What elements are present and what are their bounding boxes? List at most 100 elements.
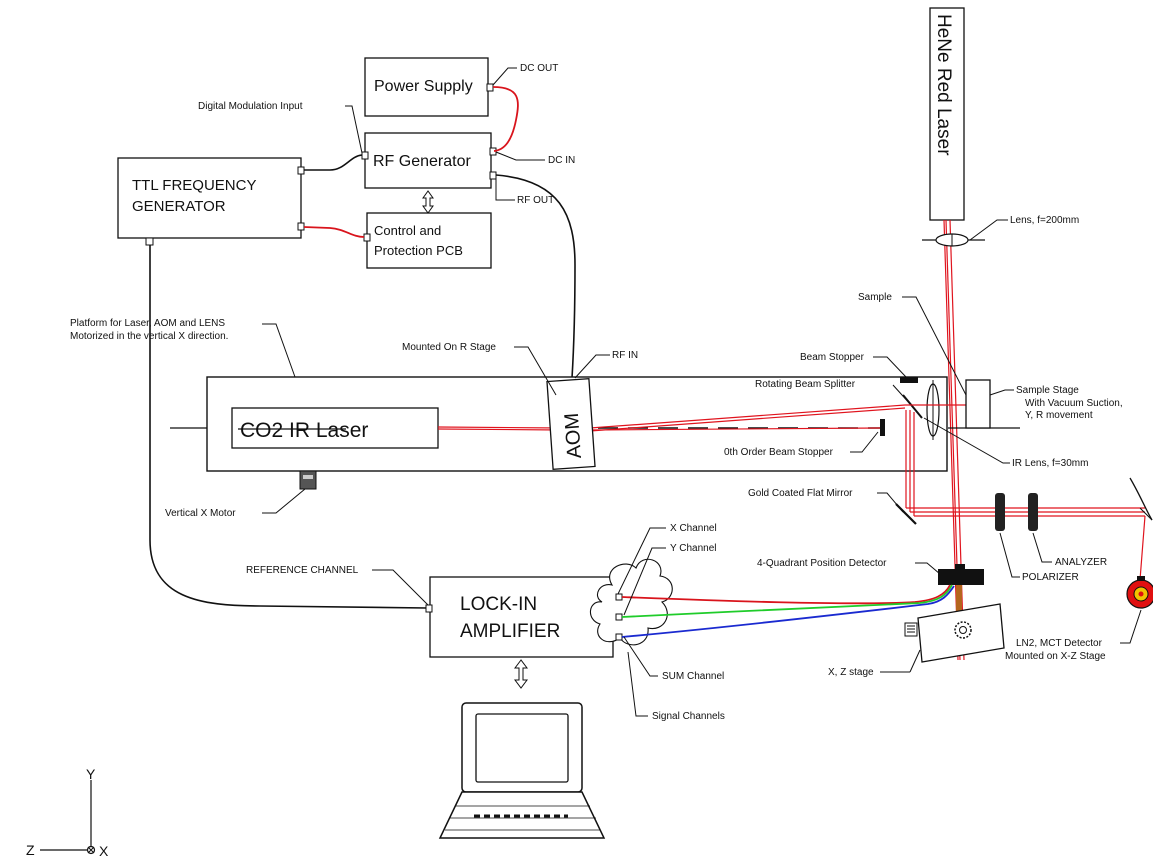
label-sum-channel: SUM Channel [623, 636, 724, 682]
label-sample: Sample [858, 292, 967, 396]
label-rf-in: RF IN [574, 350, 638, 379]
svg-text:Rotating Beam Splitter: Rotating Beam Splitter [755, 379, 856, 390]
control-pcb-label-1: Control and [374, 223, 441, 238]
label-gold-mirror: Gold Coated Flat Mirror [748, 488, 904, 513]
label-zero-order: 0th Order Beam Stopper [724, 431, 879, 458]
wire-ttl-to-rf [304, 154, 363, 171]
label-analyzer: ANALYZER [1032, 532, 1107, 568]
ttl-port-2 [297, 222, 305, 231]
svg-text:Platform for Laser, AOM and LE: Platform for Laser, AOM and LENS [70, 318, 225, 329]
label-rotating-splitter: Rotating Beam Splitter [755, 379, 912, 406]
label-polarizer: POLARIZER [999, 532, 1079, 583]
ir-lens-30 [926, 380, 940, 440]
vertical-x-motor [299, 470, 317, 490]
power-supply-label: Power Supply [374, 78, 473, 95]
svg-text:LN2, MCT Detector: LN2, MCT Detector [1016, 638, 1103, 649]
polarizer [995, 493, 1005, 531]
xz-stage [904, 603, 1005, 663]
svg-text:Beam Stopper: Beam Stopper [800, 352, 865, 363]
label-dc-in: DC IN [495, 151, 575, 166]
label-ir-lens: IR Lens, f=30mm [923, 417, 1088, 469]
wire-ttl-to-pcb [303, 226, 365, 238]
sample [965, 379, 991, 429]
lockin-amplifier: LOCK-IN AMPLIFIER [425, 576, 614, 658]
rf-out-port [489, 171, 497, 180]
control-pcb-box: Control and Protection PCB [363, 212, 492, 269]
wire-blue-sum [621, 585, 955, 638]
wire-dc-out-to-dc-in [492, 86, 519, 152]
wire-rf-out-to-aom [495, 174, 576, 379]
aom: AOM [546, 377, 596, 471]
co2-laser-label: CO2 IR Laser [240, 419, 368, 442]
svg-text:Lens, f=200mm: Lens, f=200mm [1010, 215, 1079, 226]
svg-text:X, Z stage: X, Z stage [828, 667, 874, 678]
aom-label: AOM [561, 412, 586, 459]
lens-200 [922, 233, 985, 247]
ttl-port-ref [145, 237, 154, 246]
svg-text:DC OUT: DC OUT [520, 63, 558, 74]
svg-text:POLARIZER: POLARIZER [1022, 572, 1079, 583]
curved-mirror [1129, 477, 1153, 521]
svg-text:Mounted On R Stage: Mounted On R Stage [402, 342, 496, 353]
svg-text:Signal Channels: Signal Channels [652, 711, 725, 722]
ttl-port-1 [297, 166, 305, 175]
wire-red-x [621, 584, 951, 605]
svg-text:Gold Coated Flat Mirror: Gold Coated Flat Mirror [748, 488, 853, 499]
hene-laser-label: HeNe Red Laser [933, 14, 954, 156]
ir-beam [437, 404, 906, 432]
wire-green-y [621, 584, 953, 618]
svg-text:IR Lens, f=30mm: IR Lens, f=30mm [1012, 458, 1088, 469]
beam-stopper [900, 377, 918, 383]
label-lens-200: Lens, f=200mm [969, 215, 1079, 241]
svg-text:Motorized in the vertical X di: Motorized in the vertical X direction. [70, 331, 228, 342]
label-mounted-r: Mounted On R Stage [402, 342, 557, 396]
label-quad-detector: 4-Quadrant Position Detector [757, 558, 941, 575]
coordinate-axes: Y Z X [26, 766, 109, 859]
pcb-port [363, 233, 371, 242]
svg-text:X Channel: X Channel [670, 523, 717, 534]
signal-cloud [589, 558, 673, 646]
label-digital-mod: Digital Modulation Input [198, 101, 363, 154]
control-pcb-label-2: Protection PCB [374, 243, 463, 258]
label-sample-stage: Sample Stage With Vacuum Suction, Y, R m… [989, 385, 1123, 421]
svg-text:0th Order Beam Stopper: 0th Order Beam Stopper [724, 447, 834, 458]
label-beam-stopper: Beam Stopper [800, 352, 907, 378]
ttl-label-2: GENERATOR [132, 198, 226, 215]
label-xz-stage: X, Z stage [828, 649, 921, 678]
double-arrow-lockin-computer [514, 659, 528, 689]
ttl-label-1: TTL FREQUENCY [132, 177, 256, 194]
label-rf-out: RF OUT [495, 176, 554, 206]
svg-text:With Vacuum Suction,: With Vacuum Suction, [1025, 398, 1123, 409]
svg-text:ANALYZER: ANALYZER [1055, 557, 1107, 568]
svg-text:Y Channel: Y Channel [670, 543, 717, 554]
axis-x-label: X [99, 843, 109, 859]
detector-mount [956, 585, 962, 611]
svg-text:4-Quadrant Position Detector: 4-Quadrant Position Detector [757, 558, 887, 569]
svg-text:Y, R movement: Y, R movement [1025, 410, 1093, 421]
power-supply-box: Power Supply [364, 57, 494, 117]
label-signal-channels: Signal Channels [627, 651, 725, 722]
wire-ttl-reference [149, 245, 428, 609]
label-mct: LN2, MCT Detector Mounted on X-Z Stage [1005, 609, 1142, 662]
reference-port [425, 604, 433, 613]
label-dc-out: DC OUT [492, 63, 558, 86]
digital-mod-port [361, 151, 369, 160]
label-x-channel: X Channel [617, 523, 717, 595]
mct-beam [1139, 515, 1146, 581]
label-y-channel: Y Channel [623, 543, 717, 616]
hene-laser: HeNe Red Laser [929, 7, 965, 221]
svg-text:Sample Stage: Sample Stage [1016, 385, 1079, 396]
rf-generator-label: RF Generator [373, 153, 471, 170]
svg-text:Vertical X Motor: Vertical X Motor [165, 508, 236, 519]
svg-text:SUM Channel: SUM Channel [662, 671, 724, 682]
label-reference-channel: REFERENCE CHANNEL [246, 565, 429, 606]
svg-text:REFERENCE CHANNEL: REFERENCE CHANNEL [246, 565, 359, 576]
label-platform: Platform for Laser, AOM and LENS Motoriz… [70, 318, 296, 378]
svg-text:DC IN: DC IN [548, 155, 575, 166]
svg-text:RF OUT: RF OUT [517, 195, 554, 206]
lockin-label-2: AMPLIFIER [460, 621, 560, 642]
rf-generator-box: RF Generator [361, 132, 497, 189]
quad-position-detector [938, 564, 984, 585]
zero-order-stopper [880, 419, 885, 436]
svg-text:Mounted on X-Z Stage: Mounted on X-Z Stage [1005, 651, 1106, 662]
